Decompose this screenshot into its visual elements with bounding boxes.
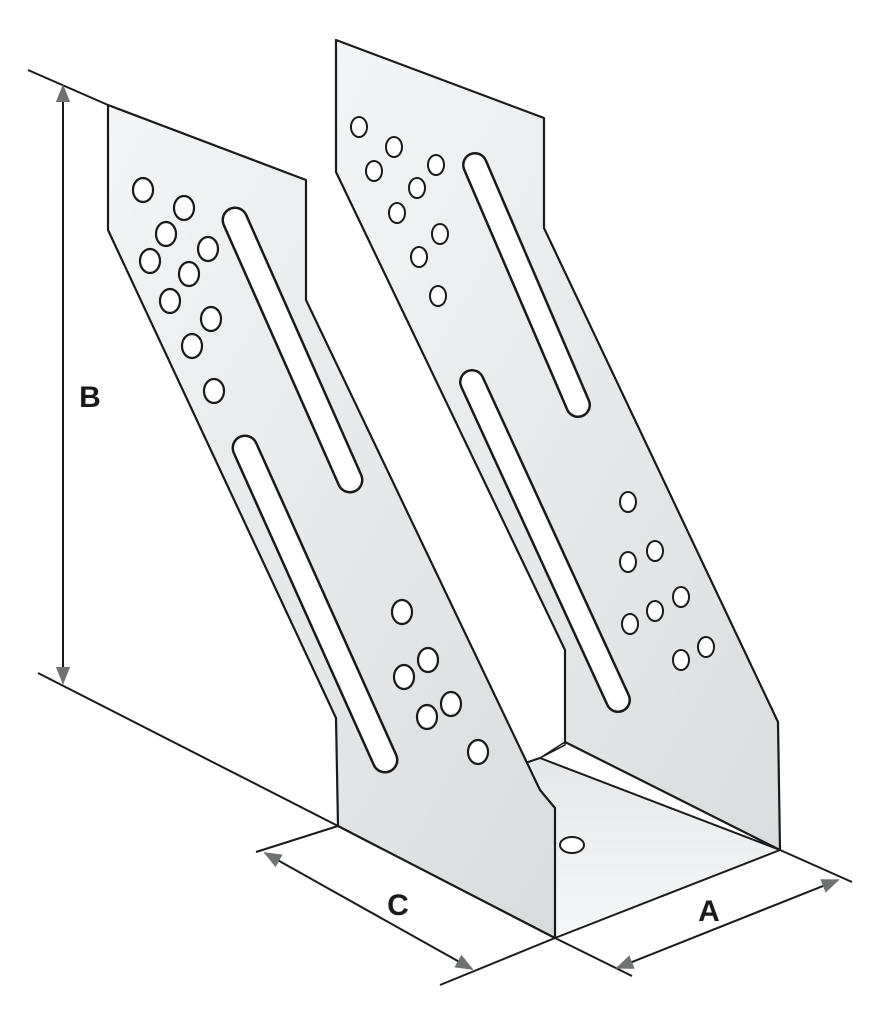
left-upper-slot-inner xyxy=(224,209,361,491)
dimension-label-c: C xyxy=(387,889,409,922)
right-side-plate xyxy=(334,38,782,852)
nail-hole xyxy=(646,540,664,562)
right-lower-slot-inner xyxy=(461,371,629,711)
right-upper-slot-inner xyxy=(464,154,589,416)
left-lower-slot-inner xyxy=(234,437,396,771)
nail-hole xyxy=(408,177,426,199)
right-lower-holes xyxy=(619,491,715,671)
inner-right-flange xyxy=(539,740,566,759)
nail-hole xyxy=(466,738,490,766)
nail-hole xyxy=(390,598,414,626)
right-upper-holes xyxy=(350,116,449,307)
dimension-label-a: A xyxy=(698,895,720,928)
nail-hole xyxy=(431,223,449,245)
left-upper-holes xyxy=(131,176,226,405)
nail-hole xyxy=(138,247,162,275)
nail-hole xyxy=(154,220,178,248)
extension-line-top xyxy=(27,69,109,106)
nail-hole xyxy=(180,332,204,360)
right-plate-slots xyxy=(459,152,631,713)
extension-line-c-back xyxy=(255,825,339,853)
nail-hole xyxy=(672,586,690,608)
base-nail-hole xyxy=(559,836,585,854)
nail-hole xyxy=(619,491,637,513)
extension-line-c-front xyxy=(439,937,556,986)
dimension-arrow-c xyxy=(263,852,474,970)
nail-hole xyxy=(158,287,182,315)
nail-hole xyxy=(350,116,368,138)
nail-hole xyxy=(365,160,383,182)
nail-hole xyxy=(177,260,201,288)
extension-lines xyxy=(27,69,853,986)
extension-line-a-right xyxy=(779,849,853,883)
nail-hole xyxy=(619,551,637,573)
nail-hole xyxy=(385,136,403,158)
nail-hole xyxy=(202,377,226,405)
dimension-arrows xyxy=(55,84,840,970)
dimension-arrow-a xyxy=(615,879,840,969)
nail-hole xyxy=(427,154,445,176)
nail-hole xyxy=(697,636,715,658)
nail-hole xyxy=(410,246,428,268)
extension-line-bottom xyxy=(37,672,339,827)
nail-hole xyxy=(172,194,196,222)
nail-hole xyxy=(415,703,439,731)
left-plate-slots xyxy=(221,206,399,774)
left-lower-holes xyxy=(390,598,490,766)
nail-hole xyxy=(196,235,220,263)
extension-line-a-left xyxy=(554,937,633,977)
nail-hole xyxy=(429,285,447,307)
nail-hole xyxy=(646,600,664,622)
dimension-label-b: B xyxy=(79,381,101,414)
nail-hole xyxy=(439,690,463,718)
nail-hole xyxy=(392,663,416,691)
nail-hole xyxy=(621,613,639,635)
nail-hole xyxy=(199,305,223,333)
nail-hole xyxy=(416,646,440,674)
nail-hole xyxy=(388,202,406,224)
nail-hole xyxy=(131,176,155,204)
nail-hole xyxy=(672,649,690,671)
